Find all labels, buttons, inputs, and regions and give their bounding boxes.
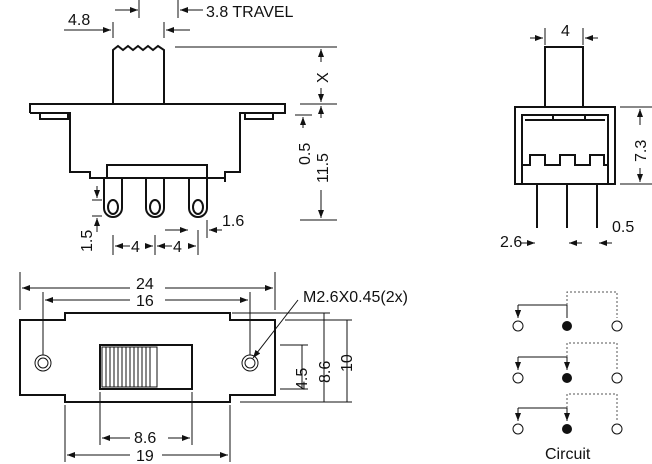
mounting-plate [19,312,276,403]
dim-travel: 3.8 TRAVEL [206,4,294,21]
pins [103,178,208,218]
dim-pitch-2: 4 [173,239,182,256]
dim-body-length: 19 [136,448,154,464]
dim-pitch-1: 4 [131,239,140,256]
dim-pin-width: 1.6 [222,213,244,230]
dim-pin-span: 2.6 [500,234,522,251]
screw-spec: M2.6X0.45(2x) [303,289,408,306]
dim-body-width: 8.6 [317,361,334,383]
dim-overall-length: 24 [136,276,154,293]
dim-side-height: 7.3 [633,140,650,162]
circuit-row [513,291,623,332]
dim-hole-spacing: 16 [136,293,154,310]
circuit-diagram: Circuit [512,291,623,463]
dim-actuator-height: X [315,72,332,83]
dim-plate-width: 10 [339,354,356,372]
slider-knob [101,346,158,388]
dim-offset: 0.5 [297,143,314,165]
dim-height: 11.5 [315,153,332,183]
dim-slot-width: 4.5 [294,368,311,390]
slider-window [99,344,193,390]
dim-stem-width: 4.8 [68,12,90,29]
dim-slot-length: 8.6 [134,430,156,447]
circuit-row [512,393,623,435]
front-view: 4.8 3.8 TRAVEL X 0.5 11.5 1.5 4 4 1.6 [29,0,337,256]
left-tab [39,112,69,120]
actuator-stem [112,44,165,104]
dim-pin-hole: 1.5 [79,230,96,252]
circuit-label: Circuit [545,446,591,463]
circuit-row [512,342,623,384]
bottom-view: 24 16 M2.6X0.45(2x) 4.5 8.6 10 8.6 19 [19,272,408,464]
dim-side-stem-width: 4 [561,23,570,40]
dim-pin-thickness: 0.5 [612,219,634,236]
side-view: 4 7.3 2.6 0.5 [500,23,652,251]
